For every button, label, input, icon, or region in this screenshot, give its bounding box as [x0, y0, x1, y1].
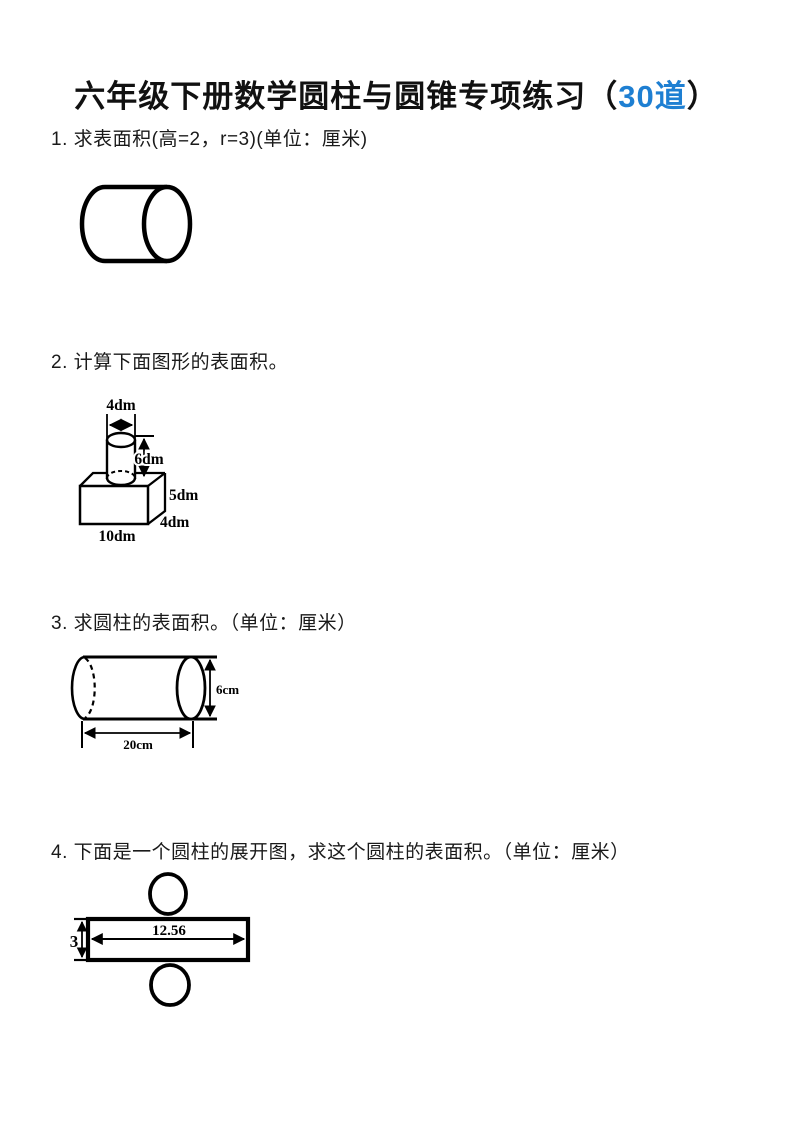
bottom-circle — [149, 963, 191, 1007]
figure-2-composite-solid-diagram: 4dm 6dm 5dm 4dm 10dm — [78, 397, 198, 545]
dim-label-box-depth: 4dm — [160, 514, 189, 531]
question-3-text: 3. 求圆柱的表面积。（单位：厘米） — [51, 613, 357, 634]
length-dimension-lines — [81, 721, 194, 748]
cylinder-shape — [105, 431, 137, 487]
height-dimension-lines — [135, 435, 154, 478]
dim-label-diameter: 6cm — [216, 682, 239, 697]
question-1-text: 1. 求表面积(高=2，r=3)(单位：厘米) — [51, 129, 368, 150]
figure-1-cylinder-diagram — [79, 184, 193, 264]
page-title: 六年级下册数学圆柱与圆锥专项练习（30道） — [0, 71, 793, 116]
dim-label-box-width: 10dm — [98, 528, 135, 545]
cylinder-face — [141, 184, 193, 264]
page-title-prefix: 六年级下册数学圆柱与圆锥专项练习（ — [74, 78, 619, 114]
diameter-dimension-lines — [106, 414, 136, 438]
dim-label-cylinder-diameter: 4dm — [106, 397, 135, 414]
question-4-text: 4. 下面是一个圆柱的展开图，求这个圆柱的表面积。（单位：厘米） — [51, 842, 630, 863]
dim-label-box-height: 5dm — [169, 487, 198, 504]
question-2-text: 2. 计算下面图形的表面积。 — [51, 352, 289, 373]
dim-label-length: 20cm — [123, 737, 153, 752]
cylinder-shape — [70, 655, 217, 721]
lateral-rectangle — [85, 916, 251, 963]
dim-label-rect-height: 3 — [70, 932, 79, 951]
top-circle — [148, 872, 188, 916]
box-shape — [78, 471, 167, 526]
dim-label-cylinder-height: 6dm — [134, 451, 163, 468]
height-dimension-lines — [74, 917, 88, 962]
figure-3-cylinder-dimensions-diagram: 6cm 20cm — [70, 655, 239, 752]
page-title-count-highlight: 30道 — [618, 78, 687, 114]
cylinder-body — [79, 184, 167, 264]
dim-label-rect-width: 12.56 — [152, 923, 186, 939]
figure-4-cylinder-net-diagram: 3 12.56 — [70, 872, 251, 1007]
page-title-suffix: ） — [686, 78, 719, 114]
